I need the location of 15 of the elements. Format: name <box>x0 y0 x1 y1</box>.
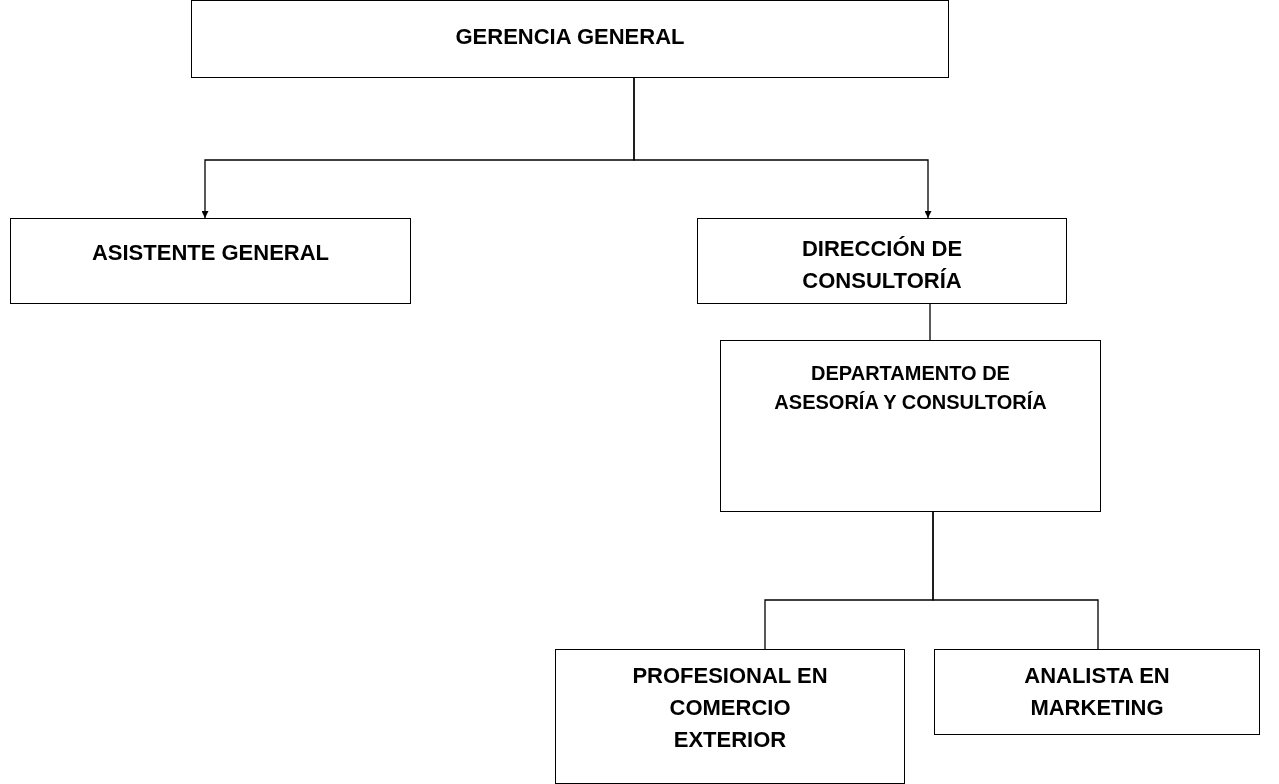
org-box <box>720 340 1101 512</box>
org-box <box>697 218 1067 304</box>
box-title: ASISTENTE GENERAL <box>91 239 330 267</box>
box-title: PROFESIONAL EN COMERCIO EXTERIOR <box>631 662 829 754</box>
connector-line <box>932 511 1099 650</box>
org-box <box>934 649 1260 735</box>
org-box <box>191 0 949 78</box>
box-title: DIRECCIÓN DE CONSULTORÍA <box>800 235 964 295</box>
connector-line <box>929 303 931 341</box>
org-box <box>10 218 411 304</box>
box-title: DEPARTAMENTO DE ASESORÍA Y CONSULTORÍA <box>773 361 1048 415</box>
box-title: ANALISTA EN MARKETING <box>1023 662 1171 722</box>
org-box <box>555 649 905 784</box>
connector-line <box>633 77 932 219</box>
box-title: GERENCIA GENERAL <box>455 23 685 51</box>
